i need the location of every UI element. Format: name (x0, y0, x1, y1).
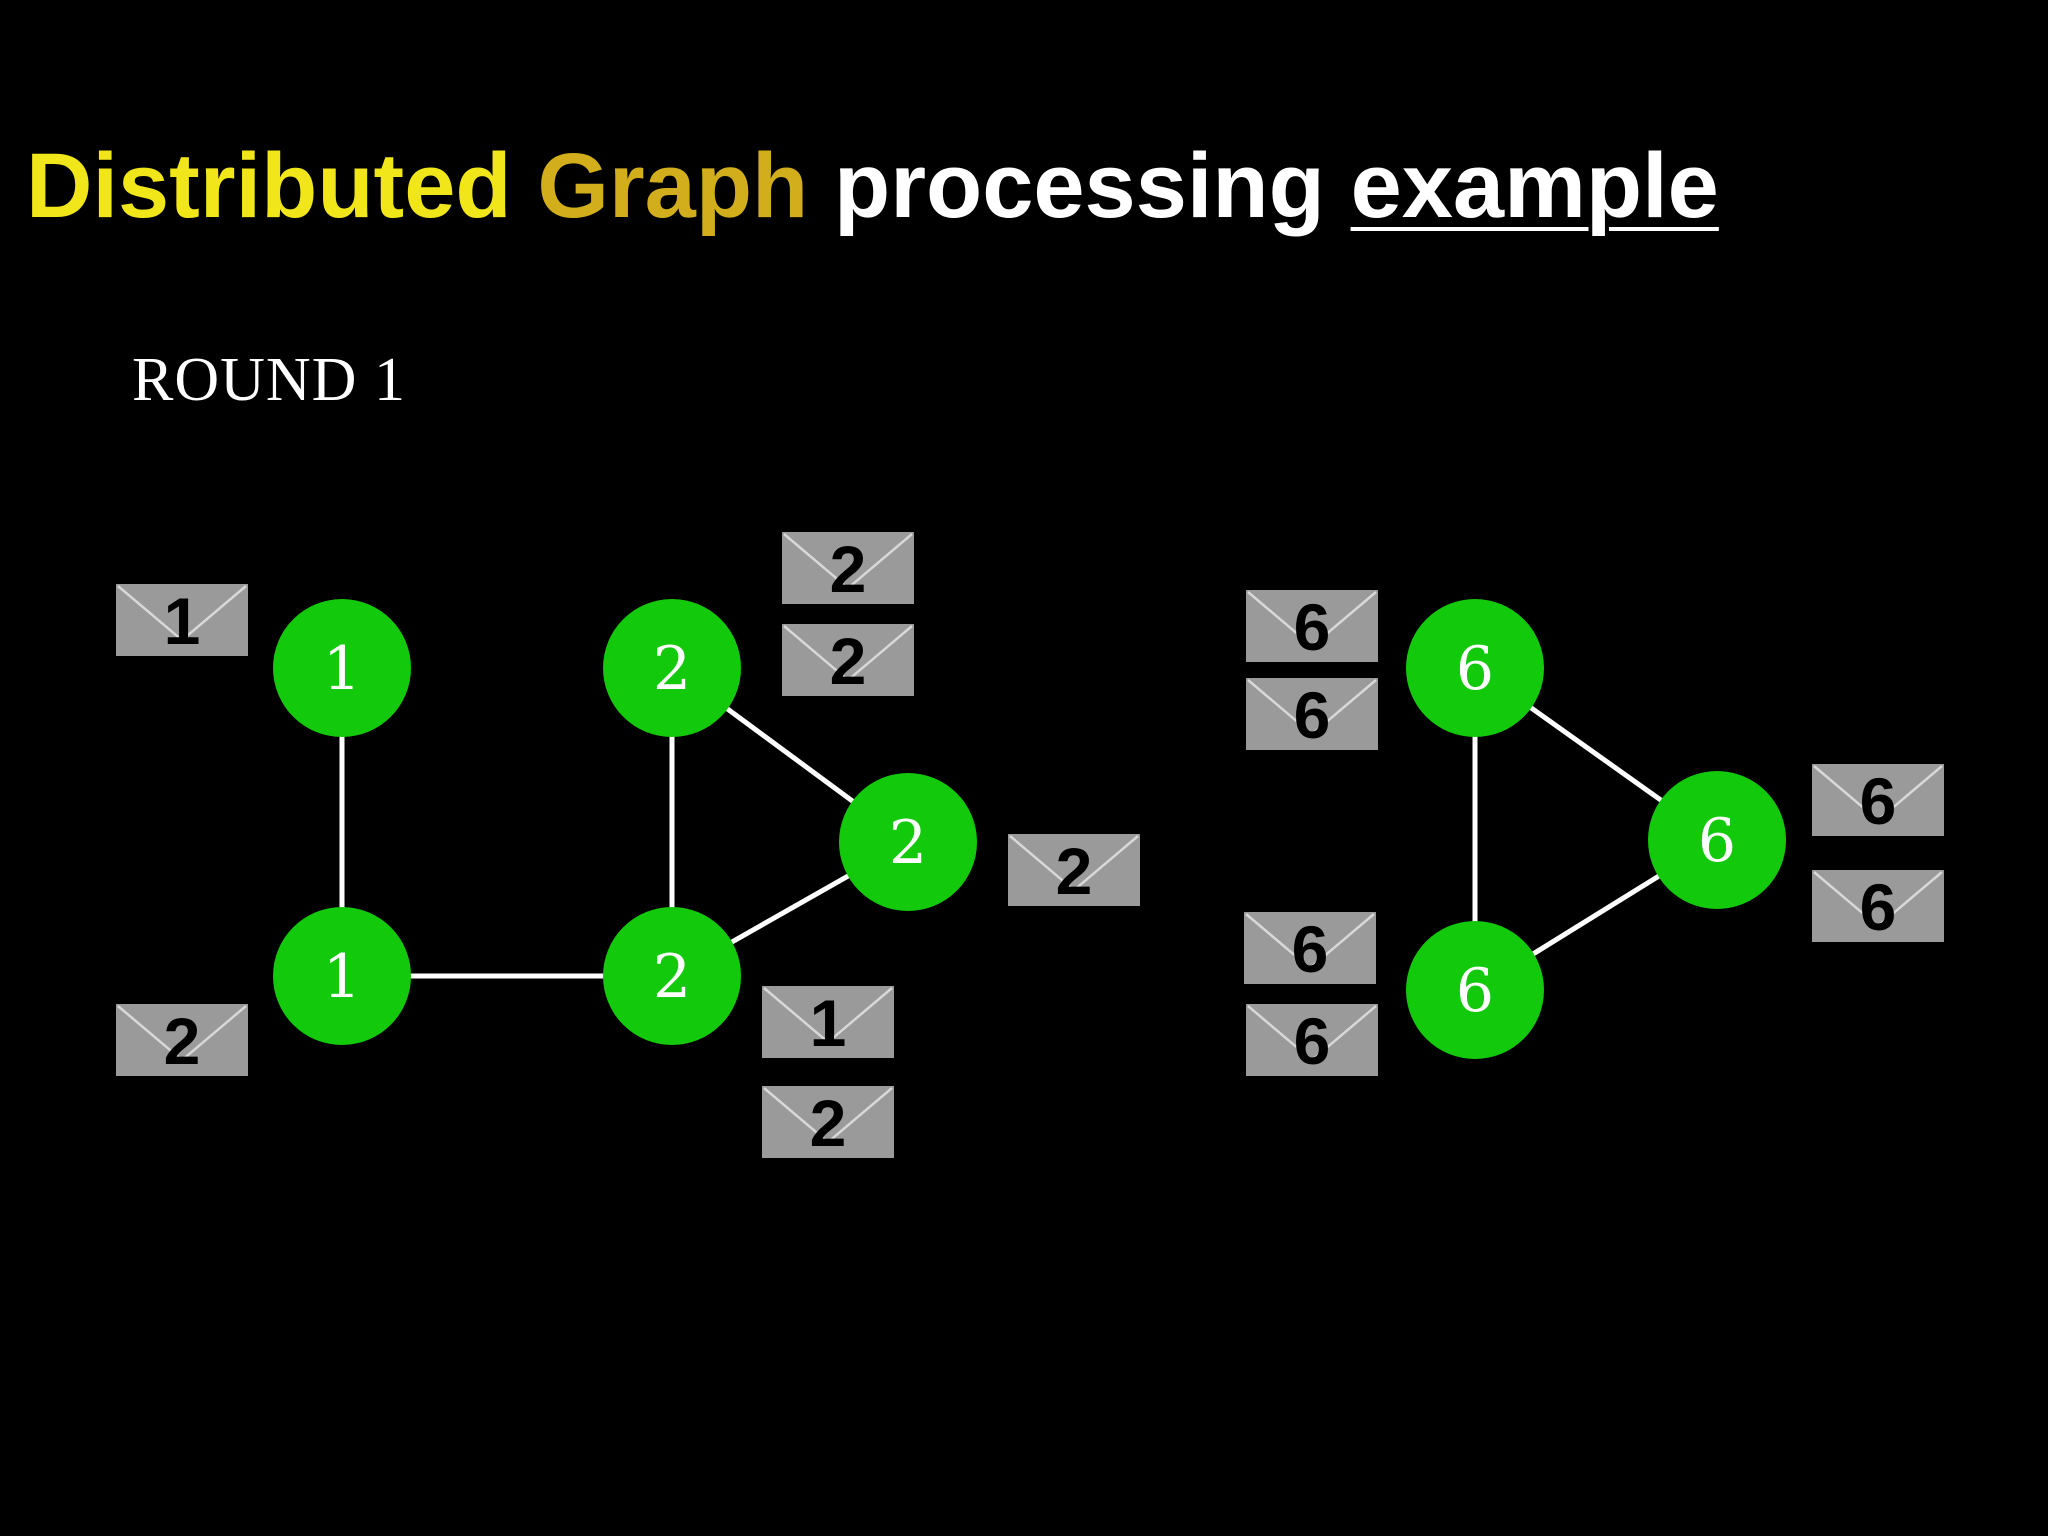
messages-layer: 1 2 2 2 2 1 2 6 6 6 6 6 6 (116, 532, 1944, 1160)
title-word-graph: Graph (537, 135, 809, 237)
message-label: 6 (1860, 870, 1897, 944)
graph-node-d: 2 (603, 907, 741, 1045)
message-label: 2 (810, 1086, 847, 1160)
node-label: 1 (323, 634, 361, 704)
graph-node-b: 1 (273, 907, 411, 1045)
message-label: 6 (1860, 764, 1897, 838)
envelope-flap (1813, 871, 1943, 928)
envelope-flap (1813, 765, 1943, 822)
nodes-layer: 1 1 2 2 2 6 6 6 (273, 599, 1786, 1059)
message-envelope-m2: 2 (116, 1004, 248, 1078)
message-label: 2 (830, 624, 867, 698)
title-word-example: example (1350, 135, 1719, 237)
message-label: 1 (810, 986, 847, 1060)
envelope-flap (1245, 913, 1375, 970)
envelope-icon (762, 1086, 894, 1158)
envelope-icon (1812, 870, 1944, 942)
envelope-flap (1247, 679, 1377, 736)
envelope-icon (116, 584, 248, 656)
message-envelope-m3: 2 (782, 532, 914, 606)
message-envelope-m5: 2 (1008, 834, 1140, 908)
title-word-distributed: Distributed (26, 135, 512, 237)
node-circle (273, 599, 411, 737)
graph-node-h: 6 (1406, 921, 1544, 1059)
node-label: 6 (1698, 806, 1736, 876)
envelope-flap (783, 533, 913, 590)
message-envelope-m6: 1 (762, 986, 894, 1060)
node-circle (1648, 771, 1786, 909)
node-circle (839, 773, 977, 911)
envelope-flap (1247, 591, 1377, 648)
envelope-flap (117, 1005, 247, 1062)
envelope-icon (762, 986, 894, 1058)
message-label: 6 (1294, 590, 1331, 664)
node-circle (603, 599, 741, 737)
envelope-flap (117, 585, 247, 642)
message-envelope-m4: 2 (782, 624, 914, 698)
envelope-icon (1244, 912, 1376, 984)
graph-node-a: 1 (273, 599, 411, 737)
envelope-flap (1247, 1005, 1377, 1062)
envelope-icon (1246, 590, 1378, 662)
envelope-flap (1009, 835, 1139, 892)
graph-node-c: 2 (603, 599, 741, 737)
node-label: 6 (1456, 956, 1494, 1026)
title-word-processing: processing (834, 135, 1325, 237)
envelope-icon (1246, 1004, 1378, 1076)
message-envelope-m11: 6 (1246, 1004, 1378, 1078)
message-envelope-m7: 2 (762, 1086, 894, 1160)
envelope-icon (116, 1004, 248, 1076)
envelope-icon (782, 532, 914, 604)
graph-node-f: 6 (1406, 599, 1544, 737)
envelope-icon (1812, 764, 1944, 836)
message-label: 2 (1056, 834, 1093, 908)
node-label: 2 (889, 808, 927, 878)
envelope-flap (763, 987, 893, 1044)
message-envelope-m8: 6 (1246, 590, 1378, 664)
message-label: 1 (164, 584, 201, 658)
message-label: 6 (1294, 1004, 1331, 1078)
node-circle (1406, 921, 1544, 1059)
envelope-flap (783, 625, 913, 682)
graph-node-g: 6 (1648, 771, 1786, 909)
node-circle (273, 907, 411, 1045)
envelope-icon (1246, 678, 1378, 750)
node-label: 2 (653, 942, 691, 1012)
message-envelope-m13: 6 (1812, 870, 1944, 944)
message-label: 6 (1292, 912, 1329, 986)
envelope-icon (782, 624, 914, 696)
message-envelope-m10: 6 (1244, 912, 1376, 986)
node-label: 6 (1456, 634, 1494, 704)
node-circle (603, 907, 741, 1045)
message-label: 2 (164, 1004, 201, 1078)
message-envelope-m1: 1 (116, 584, 248, 658)
node-label: 2 (653, 634, 691, 704)
message-label: 2 (830, 532, 867, 606)
message-label: 6 (1294, 678, 1331, 752)
envelope-icon (1008, 834, 1140, 906)
envelope-flap (763, 1087, 893, 1144)
round-label: ROUND 1 (132, 346, 406, 414)
node-circle (1406, 599, 1544, 737)
message-envelope-m12: 6 (1812, 764, 1944, 838)
node-label: 1 (323, 942, 361, 1012)
graph-node-e: 2 (839, 773, 977, 911)
message-envelope-m9: 6 (1246, 678, 1378, 752)
